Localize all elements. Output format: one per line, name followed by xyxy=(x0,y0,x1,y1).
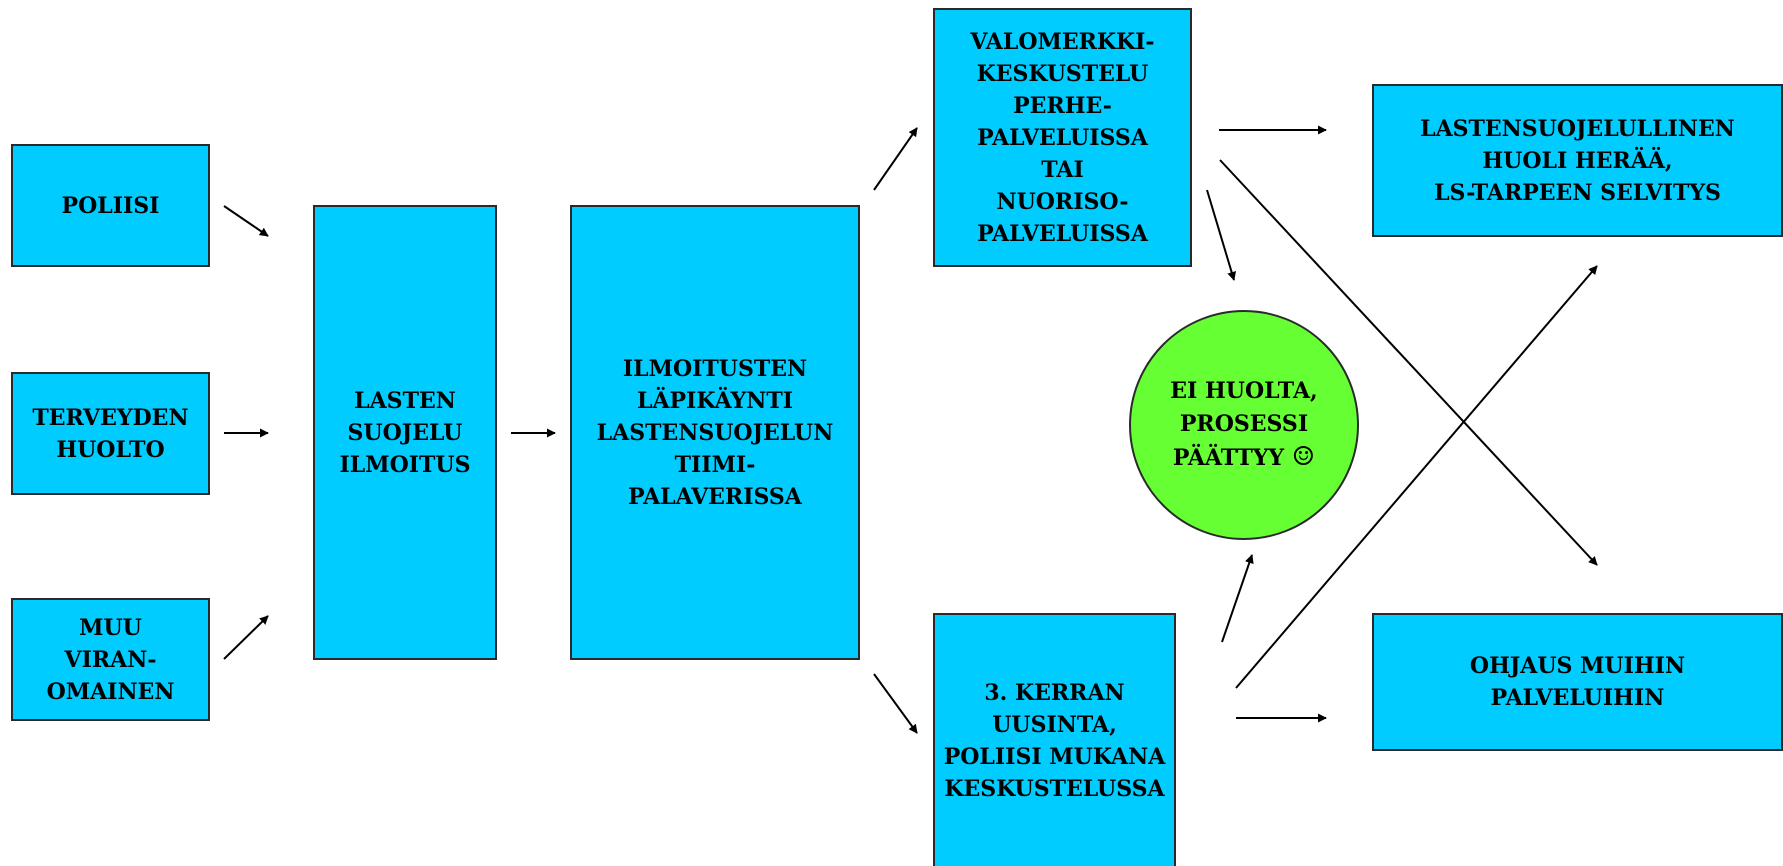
node-ohjaus-label: OHJAUS MUIHIN PALVELUIHIN xyxy=(1469,653,1686,711)
node-kolmas-kerta: 3. KERRAN UUSINTA, POLIISI MUKANA KESKUS… xyxy=(933,613,1176,866)
node-terveyden-huolto-label: TERVEYDEN HUOLTO xyxy=(32,404,189,463)
arrow-kolmas-to-eihuolta xyxy=(1221,554,1254,643)
node-kolmas-kerta-label: 3. KERRAN UUSINTA, POLIISI MUKANA KESKUS… xyxy=(943,679,1166,802)
node-ei-huolta-label: EI HUOLTA, PROSESSI PÄÄTTYY xyxy=(1170,378,1318,471)
arrow-muu-to-ilmoitus xyxy=(223,615,269,660)
node-valomerkki: VALOMERKKI- KESKUSTELU PERHE- PALVELUISS… xyxy=(933,8,1192,267)
arrow-poliisi-to-ilmoitus xyxy=(223,205,269,237)
node-lastensuojeluilmoitus: LASTEN SUOJELU ILMOITUS xyxy=(313,205,497,660)
arrow-lapikaynti-to-kolmas xyxy=(873,673,918,734)
node-ei-huolta: EI HUOLTA, PROSESSI PÄÄTTYY ☺ xyxy=(1129,310,1359,540)
node-ls-huoli: LASTENSUOJELULLINEN HUOLI HERÄÄ, LS-TARP… xyxy=(1372,84,1783,237)
node-terveyden-huolto: TERVEYDEN HUOLTO xyxy=(11,372,210,495)
node-ohjaus: OHJAUS MUIHIN PALVELUIHIN xyxy=(1372,613,1783,751)
node-poliisi-label: POLIISI xyxy=(61,192,160,219)
node-muu-viranomainen-label: MUU VIRAN- OMAINEN xyxy=(46,614,175,705)
node-ilmoitusten-lapikaynti-label: ILMOITUSTEN LÄPIKÄYNTI LASTENSUOJELUN TI… xyxy=(596,355,834,510)
smiley-icon: ☺ xyxy=(1291,442,1316,472)
arrow-kolmas-to-lshuoli xyxy=(1235,265,1598,689)
arrow-valomerkki-to-ohjaus xyxy=(1219,159,1598,566)
node-lastensuojeluilmoitus-label: LASTEN SUOJELU ILMOITUS xyxy=(339,387,471,478)
node-ls-huoli-label: LASTENSUOJELULLINEN HUOLI HERÄÄ, LS-TARP… xyxy=(1420,115,1735,206)
arrow-valomerkki-to-eihuolta xyxy=(1206,189,1236,281)
node-muu-viranomainen: MUU VIRAN- OMAINEN xyxy=(11,598,210,721)
node-poliisi: POLIISI xyxy=(11,144,210,267)
node-ilmoitusten-lapikaynti: ILMOITUSTEN LÄPIKÄYNTI LASTENSUOJELUN TI… xyxy=(570,205,860,660)
arrow-lapikaynti-to-valomerkki xyxy=(873,127,918,191)
node-valomerkki-label: VALOMERKKI- KESKUSTELU PERHE- PALVELUISS… xyxy=(970,28,1155,247)
